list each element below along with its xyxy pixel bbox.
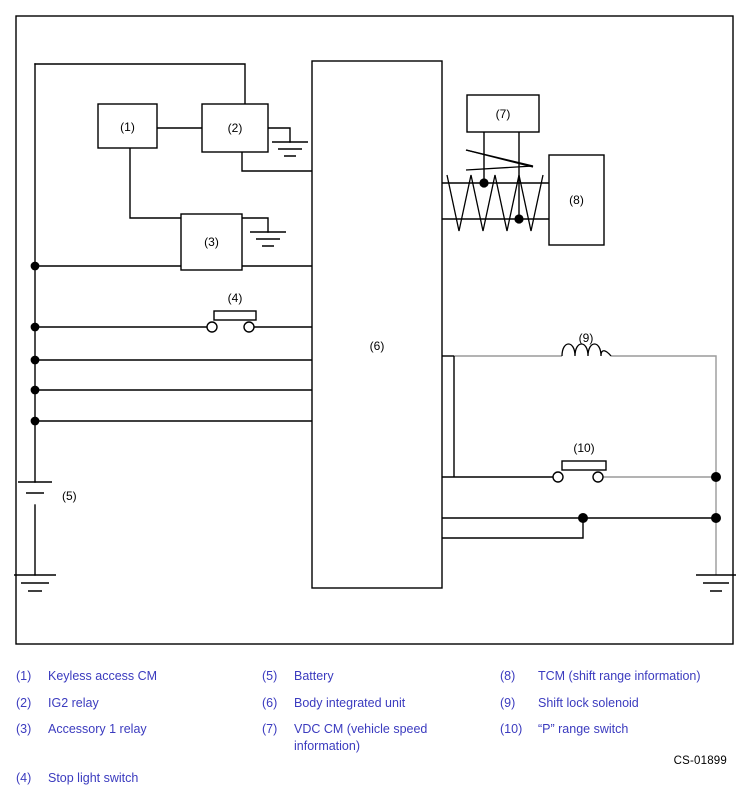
twisted-pair-zigzag (446, 174, 544, 232)
junction-dot (514, 214, 524, 224)
ground-battery (14, 574, 56, 592)
legend-column-3: (8) TCM (shift range information) (9) Sh… (500, 668, 745, 748)
legend-item: (10) “P” range switch (500, 721, 745, 738)
label-c8: (8) (569, 193, 584, 207)
twisted-pair-symbol (465, 149, 534, 171)
junction-dot (578, 513, 588, 523)
box-keyless-access-cm (97, 103, 158, 149)
legend-label: Shift lock solenoid (538, 695, 639, 710)
legend-label: Battery (294, 669, 334, 683)
switch-bar-4 (213, 310, 257, 321)
label-c5: (5) (62, 489, 77, 503)
box-accessory-1-relay (180, 213, 243, 271)
can-bus-lines (442, 132, 549, 220)
legend-item: (4) Stop light switch (16, 770, 246, 787)
wire-top-to-ig2 (34, 63, 246, 105)
ground-accessory-relay (250, 231, 286, 247)
label-c3: (3) (204, 235, 219, 249)
junction-dot (711, 513, 721, 523)
box-body-integrated-unit (311, 60, 443, 589)
switch-terminal-left-4 (206, 321, 218, 333)
switch-terminal-right-4 (243, 321, 255, 333)
legend-label: VDC CM (vehicle speed information) (294, 722, 428, 753)
legend-label: Stop light switch (48, 770, 139, 785)
wire-c2-ground-stub (267, 127, 291, 143)
legend: (1) Keyless access CM (2) IG2 relay (3) … (0, 660, 749, 785)
label-c6: (6) (370, 339, 385, 353)
label-c10: (10) (573, 441, 594, 455)
switch-bar-10 (561, 460, 607, 471)
legend-item: (6) Body integrated unit (262, 695, 492, 712)
legend-label: “P” range switch (538, 722, 629, 736)
legend-number: (3) (16, 722, 32, 736)
legend-item: (3) Accessory 1 relay (16, 721, 246, 738)
label-c1: (1) (120, 120, 135, 134)
diagram-code: CS-01899 (673, 755, 727, 767)
wiring-diagram: (4) (1) (2) (3) (6) (7) (8) (14, 15, 736, 645)
wire-c3-ground-stub (241, 217, 269, 233)
label-c7: (7) (496, 107, 511, 121)
wires-right-primary (442, 355, 716, 539)
junction-dot (30, 385, 40, 395)
junction-dot (711, 472, 721, 482)
label-c4: (4) (228, 291, 243, 305)
legend-number: (4) (16, 770, 32, 785)
junction-dot (30, 355, 40, 365)
legend-label: Body integrated unit (294, 695, 406, 710)
junction-dot (30, 416, 40, 426)
junction-dots-left-bus (30, 261, 40, 426)
legend-number: (5) (262, 669, 278, 683)
wire-c2-out-to-biu (241, 151, 313, 172)
label-c9: (9) (579, 331, 594, 345)
can-junction-dots (479, 178, 524, 224)
junction-dot (30, 322, 40, 332)
stop-light-switch-symbol (206, 310, 257, 333)
legend-item: (1) Keyless access CM (16, 668, 246, 685)
legend-item: (9) Shift lock solenoid (500, 695, 745, 712)
battery-symbol (18, 481, 52, 494)
right-bus-junction-dots (578, 472, 721, 523)
junction-dot (479, 178, 489, 188)
wire-c1-to-c3 (129, 147, 182, 219)
p-range-switch-symbol (552, 460, 607, 483)
legend-item: (2) IG2 relay (16, 695, 246, 712)
wires-primary (34, 63, 313, 576)
wire-biu-out-538-u (442, 518, 584, 539)
legend-number: (1) (16, 669, 32, 683)
label-c2: (2) (228, 121, 243, 135)
legend-item: (5) Battery (262, 668, 492, 685)
switch-terminal-right-10 (592, 471, 604, 483)
legend-number: (9) (500, 695, 516, 710)
legend-label: TCM (shift range information) (538, 669, 701, 683)
legend-label: IG2 relay (48, 695, 99, 710)
legend-column-1: (1) Keyless access CM (2) IG2 relay (3) … (16, 668, 246, 796)
legend-column-2: (5) Battery (6) Body integrated unit (7)… (262, 668, 492, 764)
legend-label: Keyless access CM (48, 669, 158, 683)
junction-dot (30, 261, 40, 271)
diagram-frame (15, 15, 734, 645)
ground-ig2-relay (272, 141, 308, 157)
legend-spacer (16, 748, 246, 770)
legend-number: (10) (500, 722, 523, 736)
legend-label: Accessory 1 relay (48, 722, 147, 736)
legend-item: (8) TCM (shift range information) (500, 668, 745, 685)
legend-number: (7) (262, 722, 278, 736)
solenoid-coil-symbol (561, 343, 612, 357)
box-ig2-relay (201, 103, 269, 153)
switch-terminal-left-10 (552, 471, 564, 483)
box-tcm (548, 154, 605, 246)
wires-secondary (454, 355, 717, 575)
wire-from-solenoid-to-right-bus (611, 355, 717, 575)
ground-right (696, 574, 736, 592)
legend-number: (2) (16, 695, 32, 710)
legend-item: (7) VDC CM (vehicle speed information) (262, 721, 492, 754)
legend-number: (8) (500, 669, 516, 683)
legend-number: (6) (262, 695, 278, 710)
box-vdc-cm (466, 94, 540, 133)
